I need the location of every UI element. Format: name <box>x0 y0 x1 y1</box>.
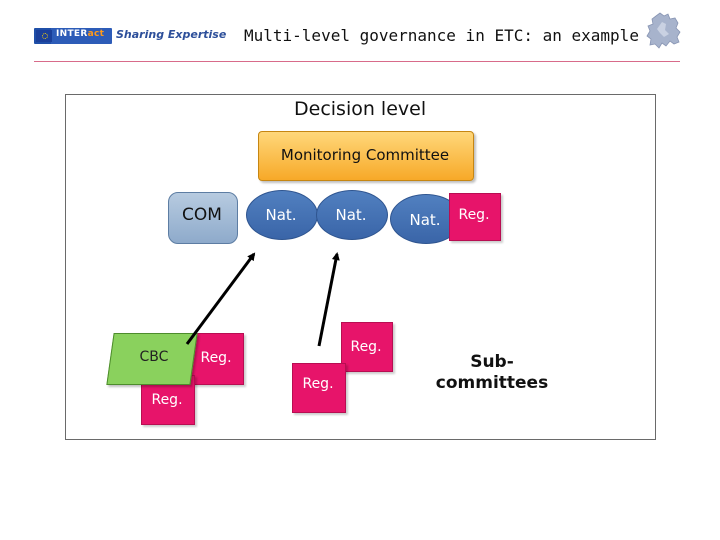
nat-label-1: Nat. <box>265 206 297 224</box>
nat-label-2: Nat. <box>335 206 367 224</box>
header-divider <box>34 61 680 62</box>
eu-flag-icon <box>36 30 52 42</box>
reg-box-mid-lower <box>292 363 346 413</box>
com-box <box>168 192 238 244</box>
nat-label-3: Nat. <box>409 211 441 229</box>
monitoring-committee-box <box>258 131 474 181</box>
reg-label-cbc-below: Reg. <box>151 392 183 408</box>
monitoring-committee-label: Monitoring Committee <box>280 146 450 164</box>
com-label: COM <box>182 205 222 225</box>
reg-label-cbc-right: Reg. <box>200 350 232 366</box>
reg-box-top <box>449 193 501 241</box>
nat-node-2 <box>316 190 388 240</box>
subcommittees-label: Sub- committees <box>432 352 552 394</box>
reg-label-mid-upper: Reg. <box>350 339 382 355</box>
tagline: Sharing Expertise <box>116 28 227 41</box>
logo-text: INTERact <box>56 29 104 39</box>
interact-logo <box>34 28 112 44</box>
cbc-label: CBC <box>139 349 169 365</box>
reg-label-mid-lower: Reg. <box>302 376 334 392</box>
subcommittees-line-1: Sub- <box>470 352 514 372</box>
page-title: Multi-level governance in ETC: an exampl… <box>244 26 639 45</box>
subcommittees-line-2: committees <box>435 373 549 393</box>
eu-map-icon <box>646 12 681 49</box>
reg-label-top: Reg. <box>458 207 490 223</box>
reg-box-mid-upper <box>341 322 393 372</box>
decision-level-heading: Decision level <box>294 98 427 120</box>
logo-act: act <box>87 29 105 39</box>
logo-name: INTER <box>56 29 88 39</box>
